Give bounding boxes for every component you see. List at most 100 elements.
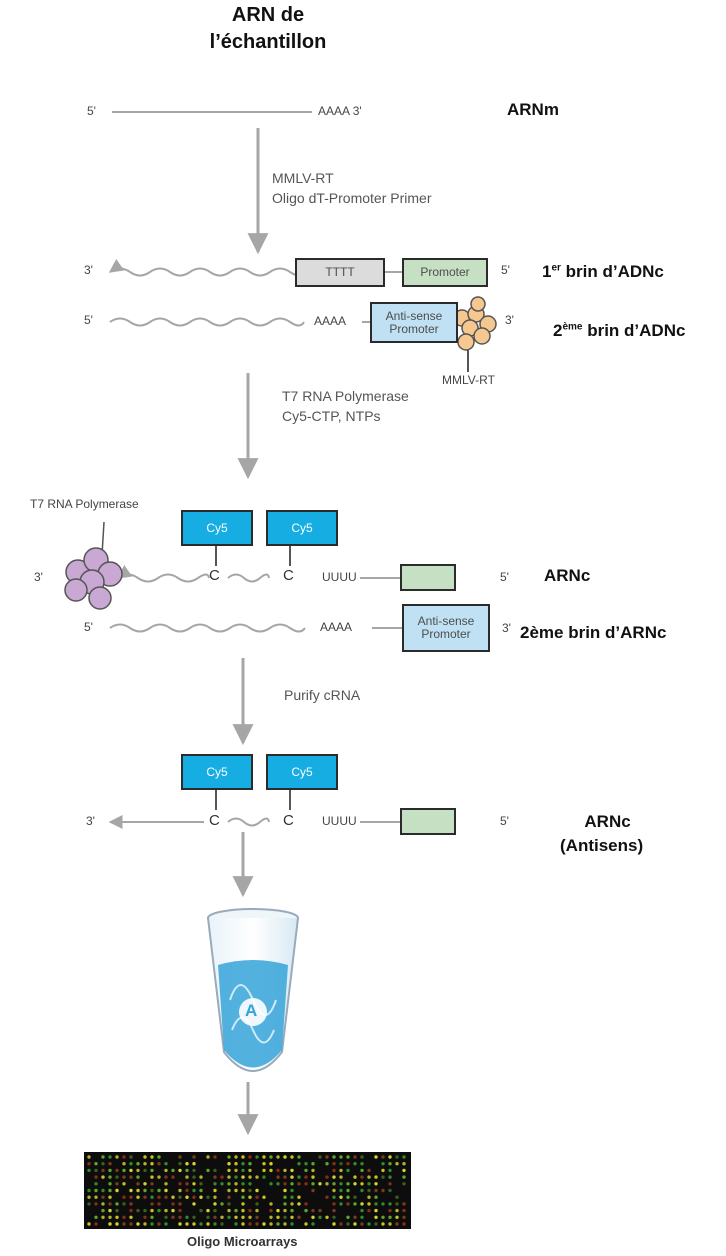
microarray-spot xyxy=(332,1175,336,1179)
crna-final-mid xyxy=(227,817,270,827)
t7-polymerase-icon xyxy=(64,521,123,610)
microarray-spot xyxy=(101,1208,105,1213)
microarray-spot xyxy=(304,1182,308,1186)
microarray-spot xyxy=(178,1202,182,1206)
microarray-spot xyxy=(381,1215,385,1220)
step3-purify: Purify cRNA xyxy=(284,687,361,703)
microarray-spot xyxy=(115,1208,119,1213)
microarray-spot xyxy=(129,1222,133,1226)
microarray-spot xyxy=(339,1155,343,1159)
microarray-spot xyxy=(178,1215,182,1220)
microarray-spot xyxy=(87,1195,91,1199)
microarray-spot xyxy=(227,1182,231,1186)
crna-final-c-2: C xyxy=(283,812,294,829)
microarray-spot xyxy=(374,1215,378,1220)
microarray-spot xyxy=(297,1202,301,1206)
microarray-spot xyxy=(339,1182,343,1186)
microarray-spot xyxy=(367,1202,371,1206)
microarray-spot xyxy=(136,1182,140,1186)
microarray-spot xyxy=(360,1182,364,1186)
promoter-final-fragment-box xyxy=(400,808,456,835)
microarray-spot xyxy=(101,1215,105,1220)
cdna2-strand xyxy=(109,317,305,327)
microarray-spot xyxy=(220,1215,224,1220)
microarray-spot xyxy=(150,1202,154,1206)
microarray-spot xyxy=(339,1188,343,1193)
microarray-spot xyxy=(276,1168,280,1173)
cdna2-num: 2 xyxy=(553,321,563,340)
microarray-spot xyxy=(311,1215,315,1220)
microarray-spot xyxy=(290,1222,294,1226)
microarray-spot xyxy=(94,1195,98,1199)
microarray-spot xyxy=(360,1168,364,1173)
microarray-spot xyxy=(157,1162,161,1166)
microarray-spot xyxy=(164,1215,168,1220)
microarray-spot xyxy=(178,1188,182,1193)
microarray-spot xyxy=(353,1222,357,1226)
microarray-spot xyxy=(234,1162,238,1166)
microarray-spot xyxy=(311,1208,315,1213)
microarray-spot xyxy=(136,1162,140,1166)
microarray-spot xyxy=(136,1208,140,1213)
microarray-spot xyxy=(283,1222,287,1226)
microarray-spot xyxy=(241,1208,245,1213)
microarray-spot xyxy=(101,1155,105,1159)
microarray-spot xyxy=(206,1208,210,1213)
microarray-spot xyxy=(241,1168,245,1173)
microarray-spot xyxy=(374,1195,378,1199)
microarray-spot xyxy=(248,1162,252,1166)
microarray-spot xyxy=(129,1175,133,1179)
microarray-spot xyxy=(346,1155,350,1159)
microarray-spot xyxy=(325,1162,329,1166)
microarray-spot xyxy=(248,1182,252,1186)
microarray-spot xyxy=(381,1175,385,1179)
crna-final-5-label: 5' xyxy=(500,814,509,828)
microarray-spot xyxy=(367,1195,371,1199)
microarray-spot xyxy=(332,1182,336,1186)
microarray-spot xyxy=(339,1175,343,1179)
microarray-spot xyxy=(241,1215,245,1220)
microarray-spot xyxy=(388,1222,392,1226)
microarray-spot xyxy=(339,1195,343,1199)
crna2-3-label: 3' xyxy=(502,621,511,635)
crna2-title: 2ème brin d’ARNc xyxy=(520,623,667,642)
microarray-spot xyxy=(94,1182,98,1186)
microarray-spot xyxy=(325,1215,329,1220)
microarray-spot xyxy=(185,1182,189,1186)
cdna1-5-label: 5' xyxy=(501,263,510,277)
microarray-spot xyxy=(185,1175,189,1179)
microarray-spot xyxy=(122,1202,126,1206)
microarray-spot xyxy=(227,1168,231,1173)
microarray-spot xyxy=(332,1188,336,1193)
microarray-spot xyxy=(157,1195,161,1199)
microarray-spot xyxy=(402,1215,406,1220)
microarray-spot xyxy=(213,1175,217,1179)
microarray-spot xyxy=(94,1168,98,1173)
microarray-spot xyxy=(402,1175,406,1179)
microarray-spot xyxy=(269,1208,273,1213)
sample-rna-title: ARN de l’échantillon xyxy=(178,2,358,56)
microarray-spot xyxy=(241,1202,245,1206)
microarray-spot xyxy=(269,1215,273,1220)
microarray-spot xyxy=(108,1162,112,1166)
microarray-spot xyxy=(178,1195,182,1199)
microarray-spot xyxy=(388,1215,392,1220)
microarray-spot xyxy=(129,1155,133,1159)
microarray-spot xyxy=(101,1175,105,1179)
microarray-spot xyxy=(283,1208,287,1213)
microarray-spot xyxy=(388,1202,392,1206)
microarray-spot xyxy=(374,1202,378,1206)
microarray-spot xyxy=(143,1222,147,1226)
microarray-spot xyxy=(346,1215,350,1220)
microarray-spot xyxy=(318,1215,322,1220)
microarray-spot xyxy=(164,1208,168,1213)
microarray-spot xyxy=(213,1208,217,1213)
microarray-spot xyxy=(402,1155,406,1159)
microarray-spot xyxy=(150,1182,154,1186)
mrna-tail-label: AAAA 3' xyxy=(318,104,362,118)
microarray-spot xyxy=(192,1222,196,1226)
microarray-spot xyxy=(290,1188,294,1193)
microarray-spot xyxy=(192,1215,196,1220)
microarray-spot xyxy=(234,1215,238,1220)
microarray-spot xyxy=(178,1155,182,1159)
